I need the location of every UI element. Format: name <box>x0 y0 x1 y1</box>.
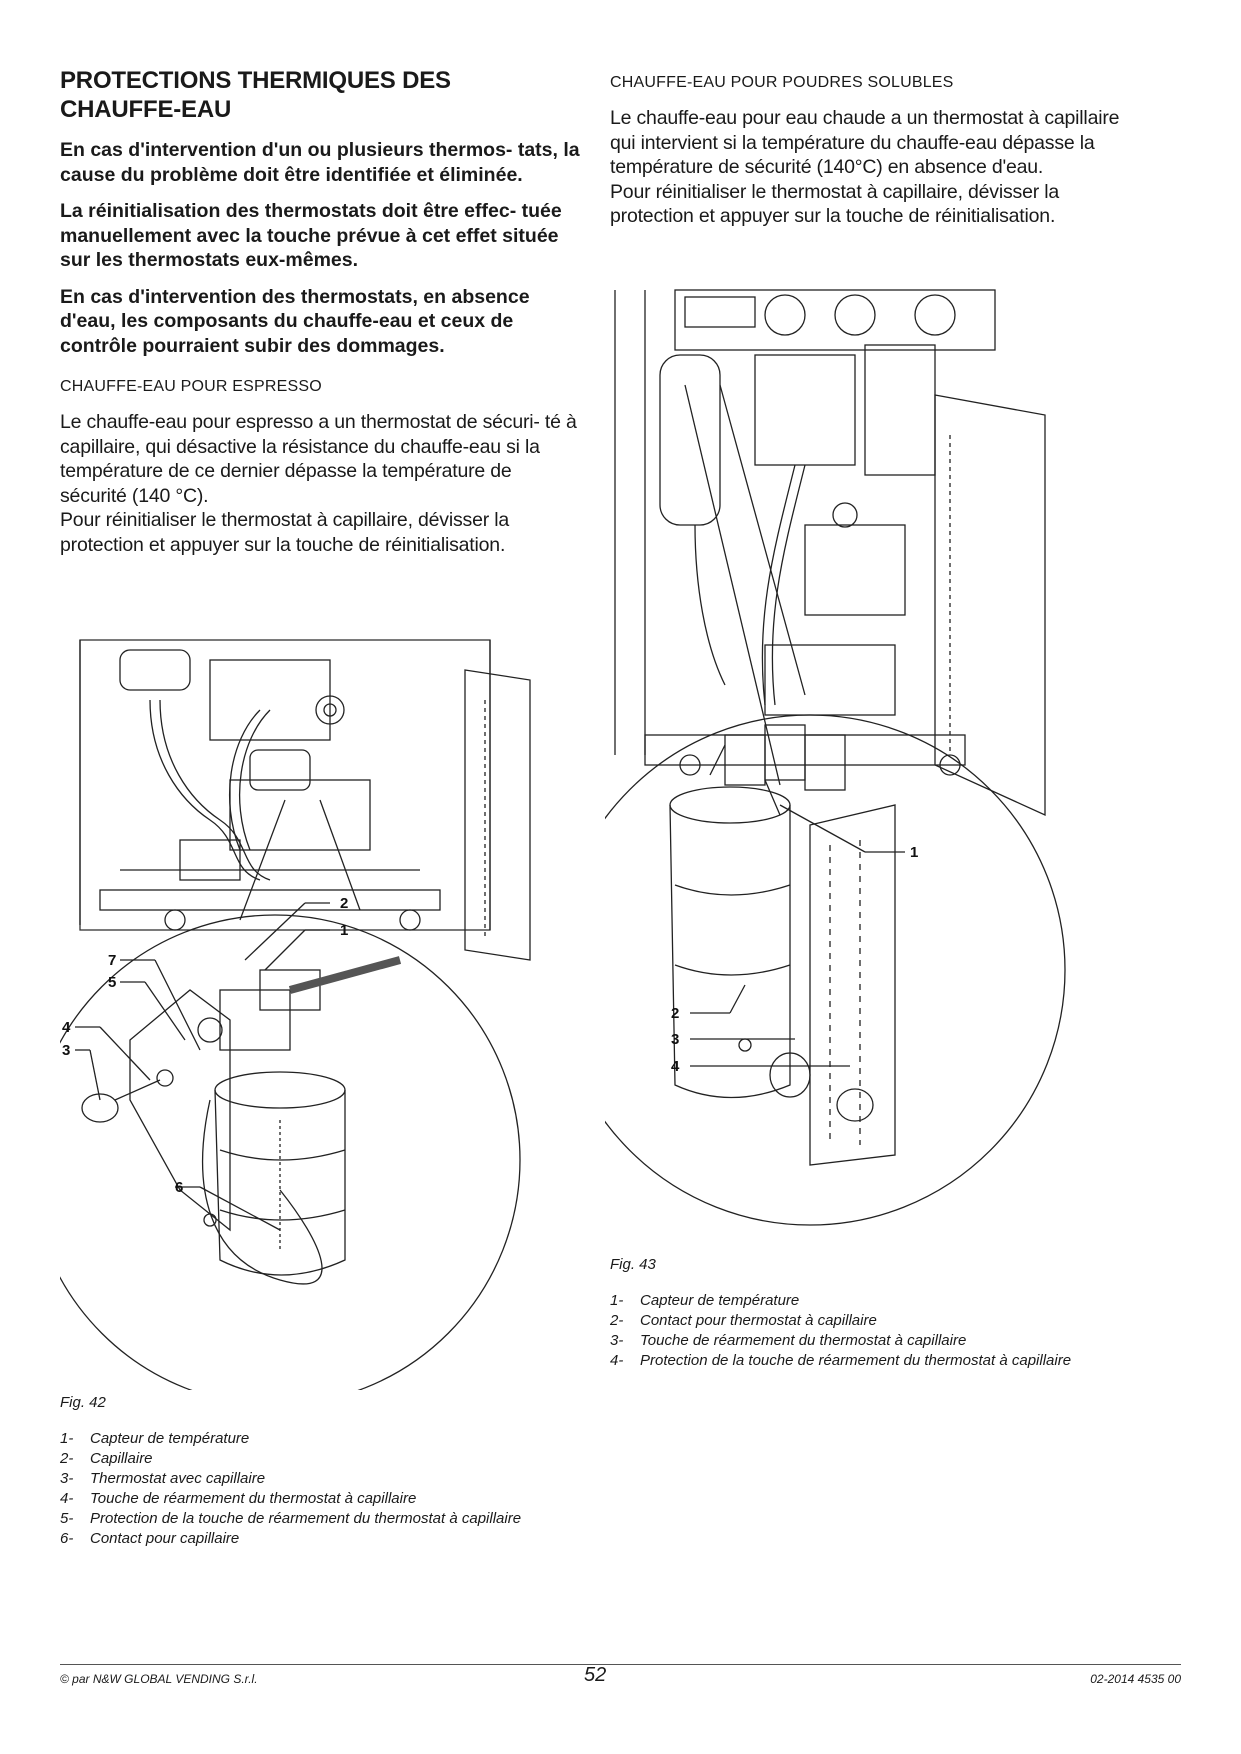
figure-42-caption-block: Fig. 42 1-Capteur de température 2-Capil… <box>60 1394 521 1549</box>
solubles-paragraph-2: Pour réinitialiser le thermostat à capil… <box>610 180 1060 228</box>
espresso-paragraph-2: Pour réinitialiser le thermostat à capil… <box>60 509 510 556</box>
figure-42-illustration: 2 1 7 5 4 3 6 <box>60 639 531 1390</box>
warning-paragraph-1: En cas d'intervention d'un ou plusieurs … <box>60 139 580 186</box>
right-column: CHAUFFE-EAU POUR POUDRES SOLUBLES Le cha… <box>610 74 1170 229</box>
fig43-callout-4: 4 <box>671 1058 680 1075</box>
legend-item: 2-Contact pour thermostat à capillaire <box>610 1312 877 1329</box>
figure-42-caption: Fig. 42 <box>60 1394 106 1411</box>
figure-43-illustration: 1 2 3 4 <box>605 289 1066 1226</box>
legend-item: 3-Touche de réarmement du thermostat à c… <box>610 1332 967 1349</box>
fig43-callout-2: 2 <box>671 1005 679 1022</box>
section-title-solubles: CHAUFFE-EAU POUR POUDRES SOLUBLES <box>610 74 954 91</box>
page-number: 52 <box>584 1664 607 1686</box>
fig42-callout-3: 3 <box>62 1042 70 1059</box>
footer-copyright: © par N&W GLOBAL VENDING S.r.l. <box>60 1672 258 1686</box>
legend-item: 4-Touche de réarmement du thermostat à c… <box>60 1490 417 1507</box>
legend-item: 5-Protection de la touche de réarmement … <box>60 1510 522 1527</box>
title-line-1: PROTECTIONS THERMIQUES DES <box>60 67 451 94</box>
fig42-callout-6: 6 <box>175 1179 183 1196</box>
fig42-callout-4: 4 <box>62 1019 71 1036</box>
warning-paragraph-2: La réinitialisation des thermostats doit… <box>60 200 562 271</box>
fig42-callout-5: 5 <box>108 974 116 991</box>
left-column: PROTECTIONS THERMIQUES DES CHAUFFE-EAU E… <box>60 66 580 557</box>
fig42-callout-2: 2 <box>340 895 348 912</box>
espresso-paragraph-1: Le chauffe-eau pour espresso a un thermo… <box>60 411 577 507</box>
footer-doc-code: 02-2014 4535 00 <box>1090 1672 1181 1686</box>
figure-43-caption: Fig. 43 <box>610 1256 656 1273</box>
legend-item: 4-Protection de la touche de réarmement … <box>610 1352 1072 1369</box>
warning-paragraph-3: En cas d'intervention des thermostats, e… <box>60 285 530 357</box>
fig42-callout-7: 7 <box>108 952 116 969</box>
legend-item: 1-Capteur de température <box>60 1430 250 1447</box>
figure-43-legend: 1-Capteur de température 2-Contact pour … <box>610 1291 1071 1371</box>
legend-item: 2-Capillaire <box>60 1450 153 1467</box>
figure-42-legend: 1-Capteur de température 2-Capillaire 3-… <box>60 1429 521 1549</box>
fig42-callout-1: 1 <box>340 922 348 939</box>
footer-rule <box>60 1664 1181 1665</box>
section-title-espresso: CHAUFFE-EAU POUR ESPRESSO <box>60 378 322 395</box>
legend-item: 3-Thermostat avec capillaire <box>60 1470 266 1487</box>
fig43-callout-3: 3 <box>671 1031 679 1048</box>
figure-43-caption-block: Fig. 43 1-Capteur de température 2-Conta… <box>610 1256 1071 1371</box>
page-title: PROTECTIONS THERMIQUES DES CHAUFFE-EAU <box>60 66 580 124</box>
fig43-callout-1: 1 <box>910 844 918 861</box>
title-line-2: CHAUFFE-EAU <box>60 96 232 123</box>
legend-item: 6-Contact pour capillaire <box>60 1530 240 1547</box>
solubles-paragraph-1: Le chauffe-eau pour eau chaude a un ther… <box>610 107 1120 178</box>
legend-item: 1-Capteur de température <box>610 1292 800 1309</box>
